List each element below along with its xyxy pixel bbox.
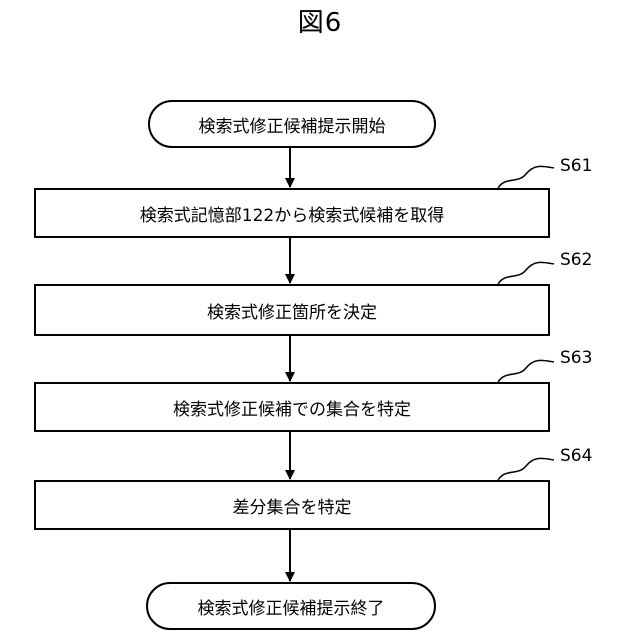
- step-s63-leader-line: [498, 360, 554, 382]
- step-s64-leader-line: [498, 458, 554, 480]
- step-s62-leader-line: [498, 262, 554, 284]
- end-terminal: 検索式修正候補提示終了: [146, 582, 436, 630]
- step-s62-box: 検索式修正箇所を決定: [34, 284, 550, 336]
- step-s62-label: S62: [560, 250, 592, 270]
- start-terminal: 検索式修正候補提示開始: [148, 100, 436, 148]
- step-s64-box: 差分集合を特定: [34, 480, 550, 530]
- step-s61-leader-line: [498, 166, 554, 188]
- step-s63-box: 検索式修正候補での集合を特定: [34, 382, 550, 432]
- step-s61-box: 検索式記憶部122から検索式候補を取得: [34, 188, 550, 238]
- step-s64-label: S64: [560, 446, 592, 466]
- step-s61-label: S61: [560, 156, 592, 176]
- step-s63-label: S63: [560, 348, 592, 368]
